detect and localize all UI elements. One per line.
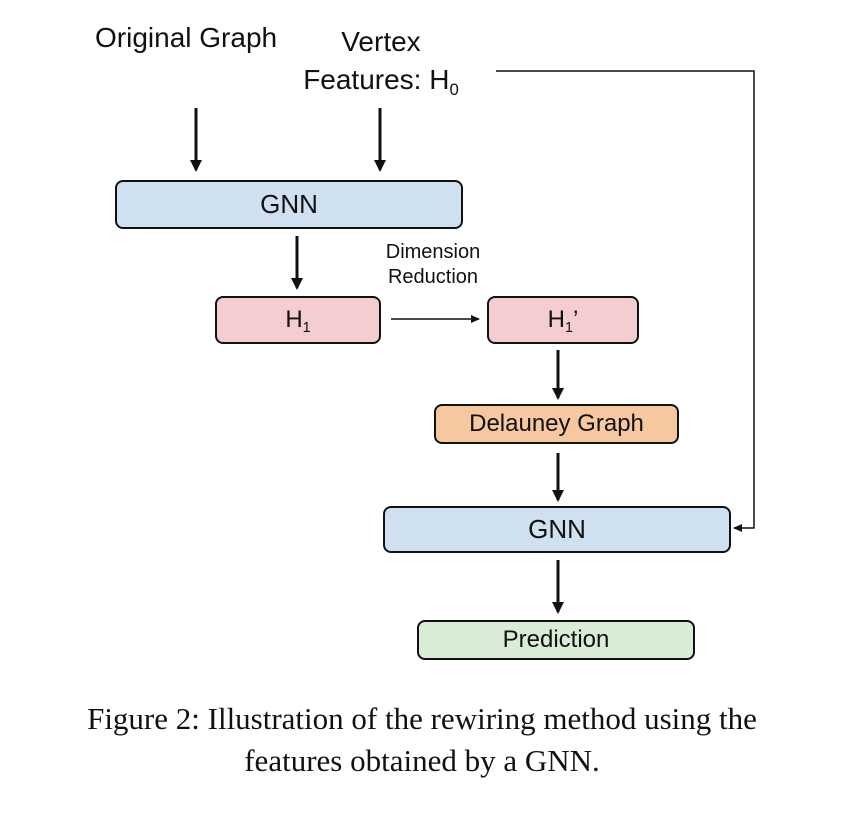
h1-subscript: 1 (302, 320, 311, 337)
vertex-features-subscript: 0 (449, 79, 459, 99)
h1-prime-label: H1’ (547, 306, 579, 337)
gnn-top-label: GNN (260, 189, 318, 219)
caption-line2: features obtained by a GNN. (244, 743, 600, 778)
h1-text: H (285, 306, 303, 333)
prediction-label: Prediction (502, 626, 610, 653)
diagram-canvas (190, 70, 755, 614)
h1-prime-subscript: 1 (564, 320, 573, 337)
prediction-node: Prediction (417, 620, 695, 660)
vertex-features-line2: Features: H0 (293, 62, 469, 98)
vertex-features-line1: Vertex (341, 26, 421, 57)
dimension-reduction-line2: Reduction (387, 266, 479, 288)
h1-prime-mark: ’ (573, 306, 579, 333)
gnn-bottom-label: GNN (528, 514, 586, 544)
h1-label: H1 (285, 306, 311, 337)
delaunay-graph-node: Delauney Graph (434, 404, 679, 444)
h1-prime-text: H (547, 306, 565, 333)
figure-caption: Figure 2: Illustration of the rewiring m… (0, 698, 844, 782)
caption-line1: Figure 2: Illustration of the rewiring m… (87, 701, 757, 736)
gnn-top-node: GNN (115, 180, 463, 229)
dimension-reduction-line1: Dimension (385, 241, 481, 263)
vertex-features-text: Features: H (303, 64, 450, 95)
h1-prime-node: H1’ (487, 296, 639, 344)
dimension-reduction-label: Dimension Reduction (370, 240, 496, 290)
original-graph-text: Original Graph (95, 22, 278, 53)
original-graph-label: Original Graph (95, 20, 277, 56)
delaunay-graph-label: Delauney Graph (469, 410, 644, 437)
vertex-features-label: Vertex Features: H0 (293, 24, 469, 98)
skip-connection-features (496, 70, 755, 532)
h1-node: H1 (215, 296, 381, 344)
gnn-bottom-node: GNN (383, 506, 731, 553)
